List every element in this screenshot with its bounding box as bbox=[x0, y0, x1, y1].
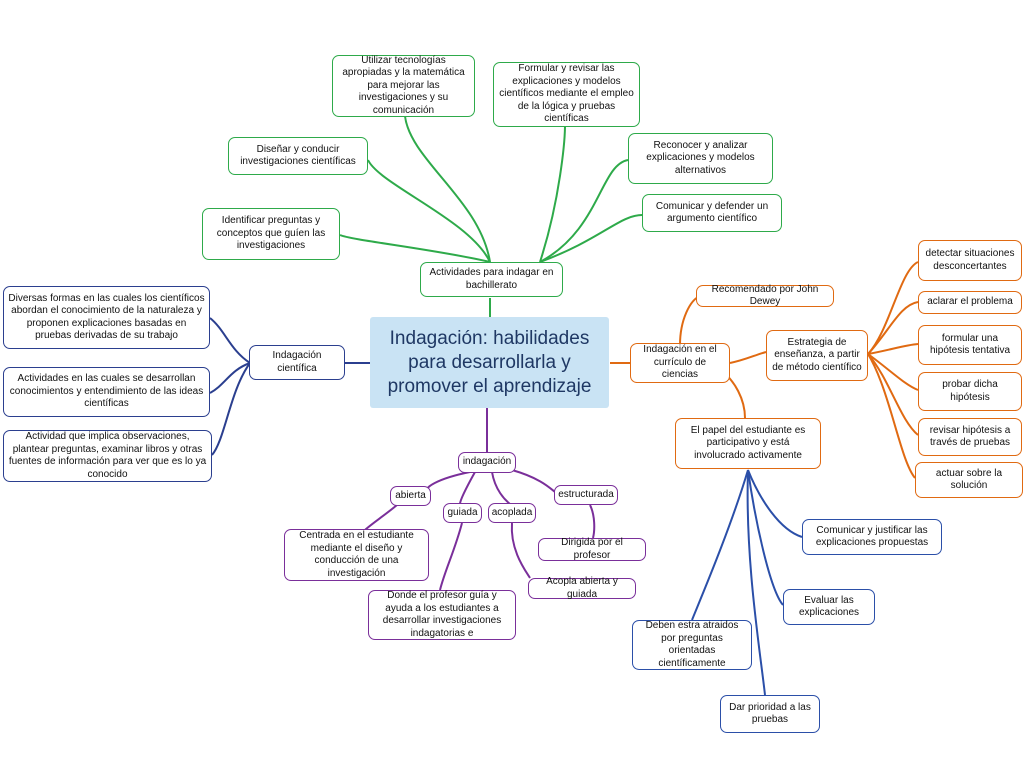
step-node[interactable]: actuar sobre la solución bbox=[915, 462, 1023, 498]
green-item-node[interactable]: Identificar preguntas y conceptos que gu… bbox=[202, 208, 340, 260]
navy-item-node[interactable]: Actividades en las cuales se desarrollan… bbox=[3, 367, 210, 417]
orange-hub-node[interactable]: Indagación en el currículo de ciencias bbox=[630, 343, 730, 383]
purple-hub-node[interactable]: indagación bbox=[458, 452, 516, 473]
purple-type-node[interactable]: acoplada bbox=[488, 503, 536, 523]
green-item-node[interactable]: Reconocer y analizar explicaciones y mod… bbox=[628, 133, 773, 184]
navy-hub-node[interactable]: Indagación científica bbox=[249, 345, 345, 380]
dewey-node[interactable]: Recomendado por John Dewey bbox=[696, 284, 834, 307]
green-item-node[interactable]: Comunicar y defender un argumento cientí… bbox=[642, 194, 782, 232]
blue-item-node[interactable]: Deben estra atraidos por preguntas orien… bbox=[632, 620, 752, 670]
step-node[interactable]: probar dicha hipótesis bbox=[918, 372, 1022, 411]
blue-item-node[interactable]: Evaluar las explicaciones bbox=[783, 589, 875, 625]
step-node[interactable]: formular una hipótesis tentativa bbox=[918, 325, 1022, 365]
step-node[interactable]: aclarar el problema bbox=[918, 291, 1022, 314]
purple-desc-node[interactable]: Acopla abierta y guiada bbox=[528, 576, 636, 600]
purple-desc-node[interactable]: Centrada en el estudiante mediante el di… bbox=[284, 529, 429, 581]
green-hub-node[interactable]: Actividades para indagar en bachillerato bbox=[420, 262, 563, 297]
strategy-node[interactable]: Estrategia de enseñanza, a partir de mét… bbox=[766, 330, 868, 381]
purple-desc-node[interactable]: Dirigida por el profesor bbox=[538, 537, 646, 561]
purple-type-node[interactable]: guiada bbox=[443, 503, 482, 523]
navy-item-node[interactable]: Diversas formas en las cuales los cientí… bbox=[3, 286, 210, 349]
central-topic[interactable]: Indagación: habilidades para desarrollar… bbox=[370, 317, 609, 408]
green-item-node[interactable]: Formular y revisar las explicaciones y m… bbox=[493, 62, 640, 127]
student-role-node[interactable]: El papel del estudiante es participativo… bbox=[675, 418, 821, 469]
green-item-node[interactable]: Diseñar y conducir investigaciones cient… bbox=[228, 137, 368, 175]
purple-type-node[interactable]: abierta bbox=[390, 486, 431, 506]
navy-item-node[interactable]: Actividad que implica observaciones, pla… bbox=[3, 430, 212, 482]
blue-item-node[interactable]: Comunicar y justificar las explicaciones… bbox=[802, 519, 942, 555]
purple-desc-node[interactable]: Donde el profesor guía y ayuda a los est… bbox=[368, 590, 516, 640]
step-node[interactable]: revisar hipótesis a través de pruebas bbox=[918, 418, 1022, 456]
blue-item-node[interactable]: Dar prioridad a las pruebas bbox=[720, 695, 820, 733]
green-item-node[interactable]: Utilizar tecnologías apropiadas y la mat… bbox=[332, 55, 475, 117]
step-node[interactable]: detectar situaciones desconcertantes bbox=[918, 240, 1022, 281]
purple-type-node[interactable]: estructurada bbox=[554, 485, 618, 505]
